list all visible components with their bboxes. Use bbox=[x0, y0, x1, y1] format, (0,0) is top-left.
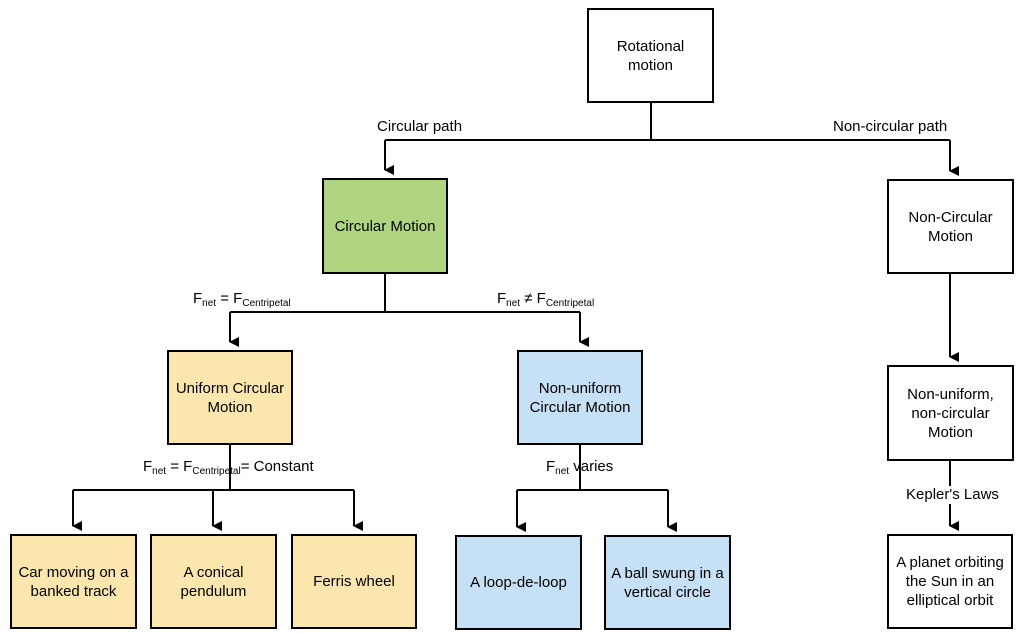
label-varies: varies bbox=[569, 458, 614, 475]
label-f-symbol: F bbox=[143, 458, 153, 475]
node-loop-de-loop-text: A loop-de-loop bbox=[470, 574, 567, 591]
node-rotational-motion-text: Rotational motion bbox=[616, 37, 685, 74]
label-fnet-varies: Fnet varies bbox=[546, 458, 614, 477]
node-planet-elliptical-orbit: A planet orbiting the Sun in an elliptic… bbox=[887, 534, 1013, 629]
label-net-subscript: net bbox=[555, 466, 570, 477]
node-car-banked-track: Car moving on a banked track bbox=[10, 534, 137, 629]
label-centripetal-subscript: Centripetal bbox=[192, 466, 241, 477]
node-non-circular-motion: Non-Circular Motion bbox=[887, 179, 1014, 274]
node-rotational-motion: Rotational motion bbox=[587, 8, 714, 103]
node-planet-elliptical-orbit-text: A planet orbiting the Sun in an elliptic… bbox=[896, 554, 1004, 609]
label-keplers-laws: Kepler's Laws bbox=[904, 486, 1001, 504]
node-non-uniform-circular-motion-text: Non-uniform Circular Motion bbox=[529, 379, 631, 416]
label-not-equal-f: ≠ F bbox=[520, 290, 546, 307]
label-fnet-equals-fcentripetal: Fnet = FCentripetal bbox=[193, 290, 291, 309]
label-equals-constant: = Constant bbox=[240, 458, 314, 475]
node-ball-vertical-circle-text: A ball swung in a vertical circle bbox=[611, 564, 724, 601]
node-circular-motion-text: Circular Motion bbox=[334, 217, 436, 235]
node-non-uniform-non-circular-motion-text: Non-uniform, non-circular Motion bbox=[907, 385, 994, 441]
label-centripetal-subscript: Centripetal bbox=[242, 298, 291, 309]
node-uniform-circular-motion: Uniform Circular Motion bbox=[167, 350, 293, 445]
label-f-symbol: F bbox=[546, 458, 556, 475]
label-equals-f: = F bbox=[166, 458, 193, 475]
label-centripetal-subscript: Centripetal bbox=[545, 298, 595, 309]
label-fnet-constant: Fnet = FCentripetal= Constant bbox=[143, 458, 314, 477]
label-fnet-not-equal-fcentripetal: Fnet ≠ FCentripetal bbox=[497, 290, 595, 309]
node-loop-de-loop: A loop-de-loop bbox=[455, 535, 582, 630]
node-ferris-wheel-text: Ferris wheel bbox=[313, 573, 395, 590]
label-net-subscript: net bbox=[152, 466, 167, 477]
node-uniform-circular-motion-text: Uniform Circular Motion bbox=[175, 379, 285, 416]
node-conical-pendulum-text: A conical pendulum bbox=[180, 563, 247, 600]
node-car-banked-track-text: Car moving on a banked track bbox=[18, 563, 129, 600]
label-equals-f: = F bbox=[216, 290, 243, 307]
node-circular-motion: Circular Motion bbox=[322, 178, 448, 274]
label-circular-path: Circular path bbox=[377, 118, 463, 135]
label-non-circular-path: Non-circular path bbox=[833, 118, 948, 135]
node-non-circular-motion-text: Non-Circular Motion bbox=[908, 208, 993, 245]
label-net-subscript: net bbox=[506, 298, 521, 309]
label-f-symbol: F bbox=[497, 290, 507, 307]
node-conical-pendulum: A conical pendulum bbox=[150, 534, 277, 629]
label-f-symbol: F bbox=[193, 290, 203, 307]
node-non-uniform-non-circular-motion: Non-uniform, non-circular Motion bbox=[887, 365, 1014, 461]
node-non-uniform-circular-motion: Non-uniform Circular Motion bbox=[517, 350, 643, 445]
node-ferris-wheel: Ferris wheel bbox=[291, 534, 417, 629]
node-ball-vertical-circle: A ball swung in a vertical circle bbox=[604, 535, 731, 630]
label-net-subscript: net bbox=[202, 298, 217, 309]
